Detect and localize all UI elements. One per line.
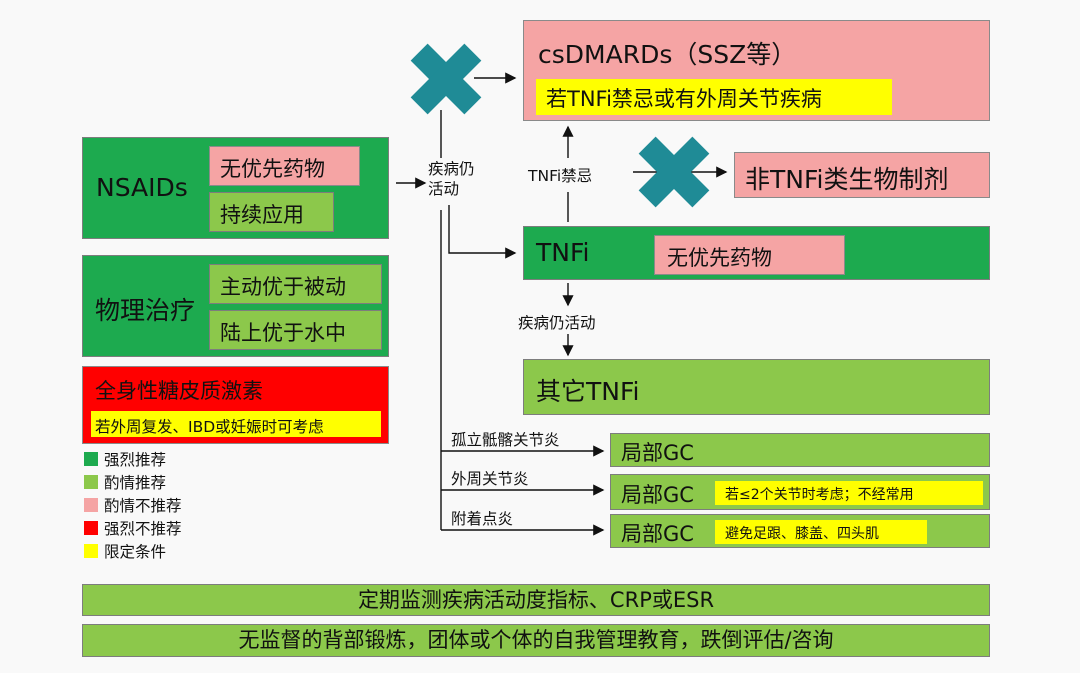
steroid-condition-box: 若外周复发、IBD或妊娠时可考虑 [91,411,381,437]
local-gc-title-2: 局部GC [621,483,694,507]
local-gc-condition-3: 避免足跟、膝盖、四头肌 [725,526,879,542]
other-tnfi-box: 其它TNFi [523,359,990,415]
active-label-2: 疾病仍活动 [518,311,596,333]
tnfi-contra-label: TNFi禁忌 [528,164,593,186]
csdmards-condition-box: 若TNFi禁忌或有外周关节疾病 [536,79,892,115]
nsaids-tag1-label: 无优先药物 [220,157,325,181]
monitoring-bar: 定期监测疾病活动度指标、CRP或ESR [82,584,990,616]
steroid-box: 全身性糖皮质激素 若外周复发、IBD或妊娠时可考虑 [82,366,389,444]
branch-label-sacroiliitis: 孤立骶髂关节炎 [451,431,560,449]
physio-box: 物理治疗 主动优于被动 陆上优于水中 [82,255,389,357]
csdmards-box: csDMARDs（SSZ等） 若TNFi禁忌或有外周关节疾病 [523,20,990,121]
nsaids-tag2-label: 持续应用 [220,203,304,227]
legend-swatch [84,475,98,489]
branch-label-peripheral: 外周关节炎 [451,470,529,488]
nsaids-tag-no-preferred: 无优先药物 [209,146,360,186]
physio-tag1-label: 主动优于被动 [220,275,346,299]
tnfi-title: TNFi [536,238,590,267]
exercise-education-text: 无监督的背部锻炼，团体或个体的自我管理教育，跌倒评估/咨询 [238,628,834,652]
local-gc-title-1: 局部GC [621,441,694,465]
legend-label: 强烈推荐 [104,451,167,469]
local-gc-condition-box-2: 若≤2个关节时考虑；不经常用 [715,481,983,505]
legend-label: 酌情不推荐 [104,497,182,515]
physio-title: 物理治疗 [95,296,196,325]
legend: 强烈推荐酌情推荐酌情不推荐强烈不推荐限定条件 [82,448,282,568]
legend-swatch [84,521,98,535]
legend-label: 限定条件 [104,543,167,561]
non-tnfi-box: 非TNFi类生物制剂 [734,152,990,198]
local-gc-box-2: 局部GC 若≤2个关节时考虑；不经常用 [610,474,990,510]
local-gc-box-3: 局部GC 避免足跟、膝盖、四头肌 [610,514,990,548]
tnfi-tag-box: 无优先药物 [654,235,845,275]
csdmards-title: csDMARDs（SSZ等） [538,40,797,69]
local-gc-condition-2: 若≤2个关节时考虑；不经常用 [725,487,914,503]
other-tnfi-title: 其它TNFi [536,377,640,406]
physio-tag-land: 陆上优于水中 [209,310,382,350]
exercise-education-bar: 无监督的背部锻炼，团体或个体的自我管理教育，跌倒评估/咨询 [82,624,990,657]
legend-label: 强烈不推荐 [104,520,182,538]
local-gc-title-3: 局部GC [621,522,694,546]
legend-swatch [84,452,98,466]
active-label-1: 疾病仍 活动 [428,159,475,199]
nsaids-box: NSAIDs 无优先药物 持续应用 [82,137,389,239]
nsaids-tag-continuous: 持续应用 [209,192,334,232]
legend-label: 酌情推荐 [104,474,167,492]
tnfi-box: TNFi 无优先药物 [523,226,990,280]
local-gc-box-1: 局部GC [610,433,990,467]
physio-tag2-label: 陆上优于水中 [220,321,346,345]
nsaids-title: NSAIDs [96,173,188,202]
local-gc-condition-box-3: 避免足跟、膝盖、四头肌 [715,520,927,544]
non-tnfi-title: 非TNFi类生物制剂 [745,165,949,194]
steroid-title: 全身性糖皮质激素 [95,379,263,403]
branch-label-enthesitis: 附着点炎 [451,510,514,528]
csdmards-condition-label: 若TNFi禁忌或有外周关节疾病 [546,87,822,111]
monitoring-text: 定期监测疾病活动度指标、CRP或ESR [357,588,715,612]
physio-tag-active: 主动优于被动 [209,264,382,304]
legend-swatch [84,544,98,558]
legend-swatch [84,498,98,512]
tnfi-tag-label: 无优先药物 [667,246,772,270]
steroid-condition-label: 若外周复发、IBD或妊娠时可考虑 [95,418,324,436]
